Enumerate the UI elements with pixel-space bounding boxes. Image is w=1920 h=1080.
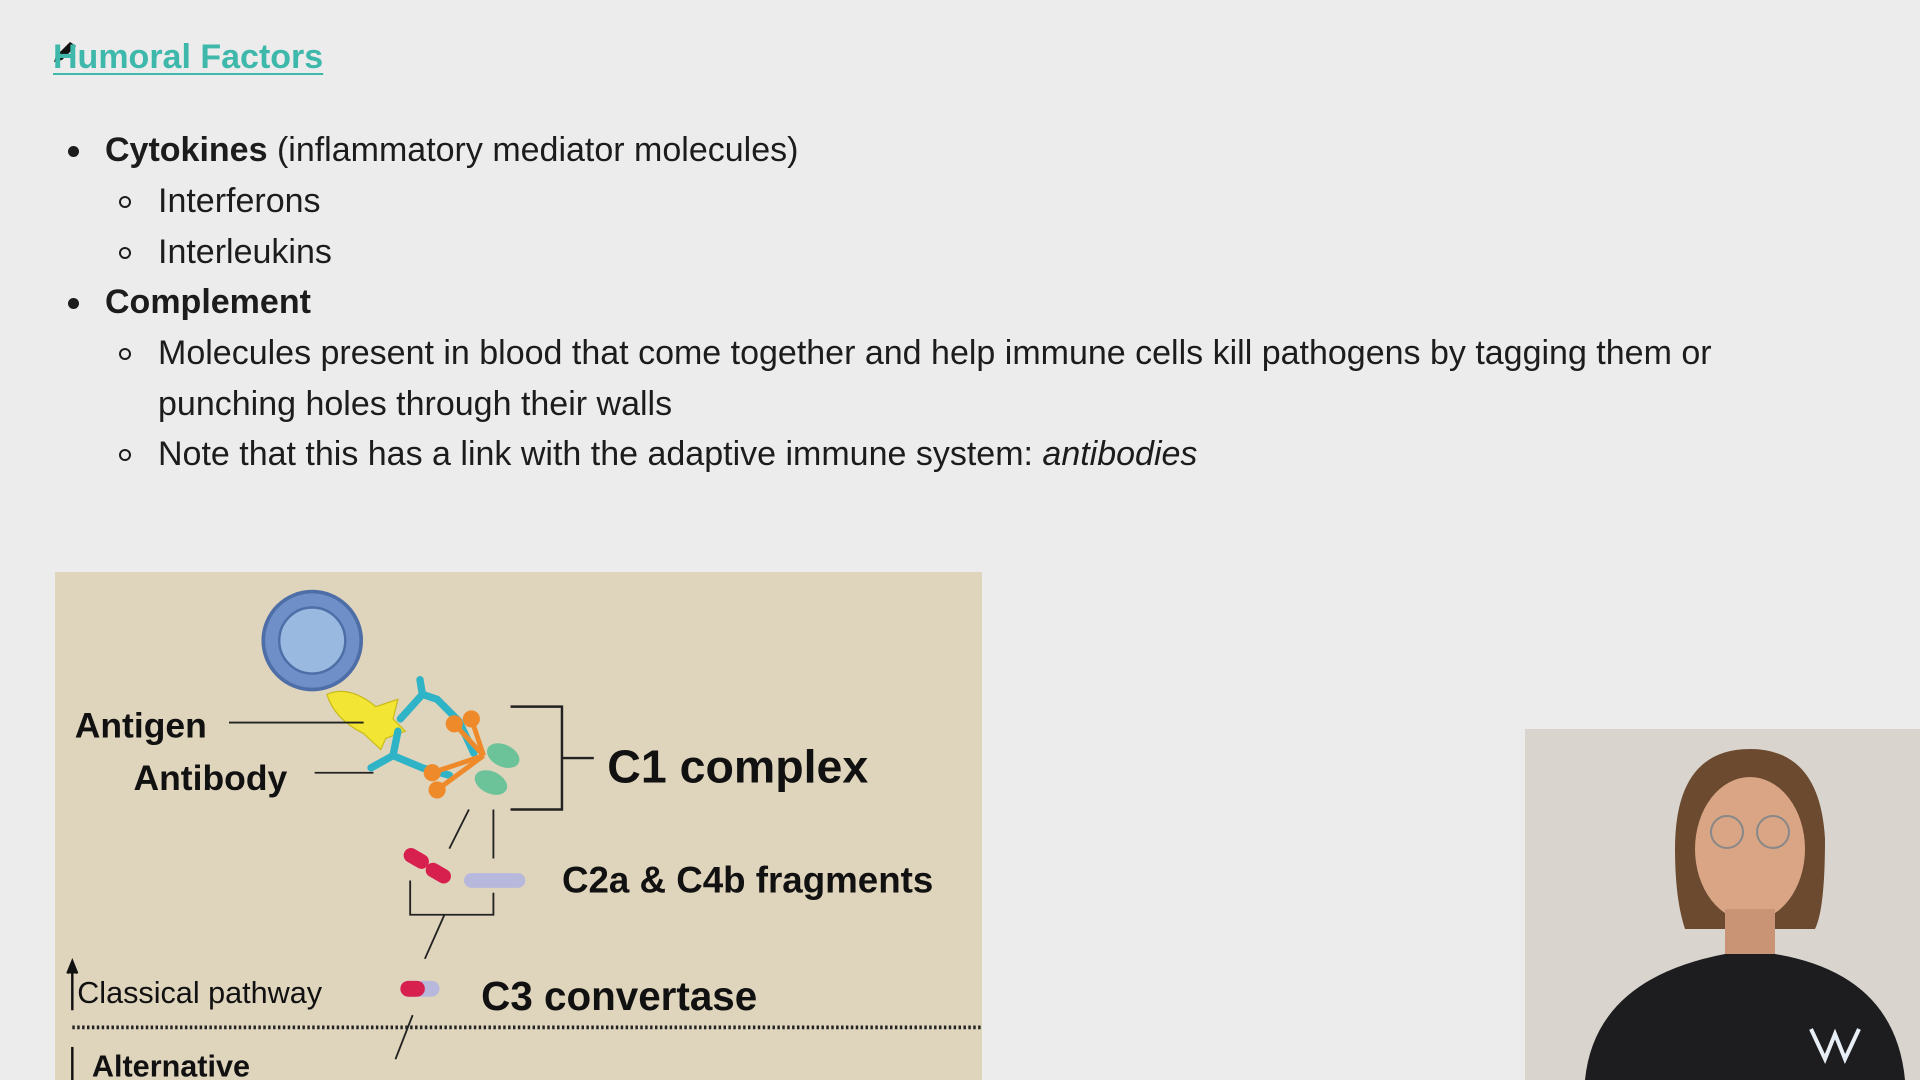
presenter-webcam <box>1525 729 1920 1080</box>
sub-bullet-interferons: Interferons <box>158 182 321 220</box>
label-alternative: Alternative <box>92 1049 250 1080</box>
c1q-shape <box>423 710 486 799</box>
presenter-video <box>1525 729 1920 1080</box>
c2a-shape <box>403 848 429 869</box>
sub-bullet-icon <box>119 348 131 360</box>
sub-bullet-note: Note that this has a link with the adapt… <box>158 434 1197 474</box>
complement-diagram: Antigen Antibody C1 complex C2a & C4b fr… <box>55 572 982 1080</box>
label-classical-pathway: Classical pathway <box>77 976 323 1010</box>
note-text: Note that this has a link with the adapt… <box>158 435 1043 473</box>
diagram-svg: Antigen Antibody C1 complex C2a & C4b fr… <box>66 589 982 1080</box>
sub-bullet-icon <box>119 247 131 259</box>
c2a-shape <box>425 862 451 884</box>
arrow-alternative <box>394 1014 414 1060</box>
sub-bullet-molecules-cont: punching holes through their walls <box>158 385 673 423</box>
c1s-shape <box>474 770 508 795</box>
sub-bullet-icon <box>119 196 131 208</box>
note-italic: antibodies <box>1042 435 1198 473</box>
c3-convertase-red <box>400 980 425 997</box>
label-c1-complex: C1 complex <box>607 741 868 793</box>
sub-bullet-icon <box>119 449 131 461</box>
c1-bracket <box>510 705 594 811</box>
arrow-c3 <box>409 880 495 960</box>
bullet-text: (inflammatory mediator molecules) <box>267 131 799 169</box>
bullet-icon <box>68 298 79 309</box>
arrows-c1 <box>448 809 495 859</box>
cell-inner <box>277 606 347 675</box>
bullet-complement: Complement <box>105 283 311 321</box>
sub-bullet-interleukins: Interleukins <box>158 233 332 271</box>
c1r-shape <box>486 743 520 768</box>
pen-cursor-icon <box>54 42 76 62</box>
bullet-cytokines: Cytokines (inflammatory mediator molecul… <box>105 130 798 170</box>
sub-bullet-molecules: Molecules present in blood that come tog… <box>158 334 1712 372</box>
label-fragments: C2a & C4b fragments <box>562 860 933 901</box>
up-arrow-icon <box>66 957 79 1011</box>
c4b-shape <box>464 873 526 888</box>
slide-title: Humoral Factors <box>53 38 324 76</box>
bullet-bold: Cytokines <box>105 131 268 169</box>
label-antigen: Antigen <box>75 705 207 745</box>
label-c3-convertase: C3 convertase <box>481 973 757 1019</box>
bullet-icon <box>68 146 79 157</box>
antigen-shape <box>326 690 407 751</box>
label-antibody: Antibody <box>134 758 288 798</box>
antibody-shape <box>367 676 478 779</box>
